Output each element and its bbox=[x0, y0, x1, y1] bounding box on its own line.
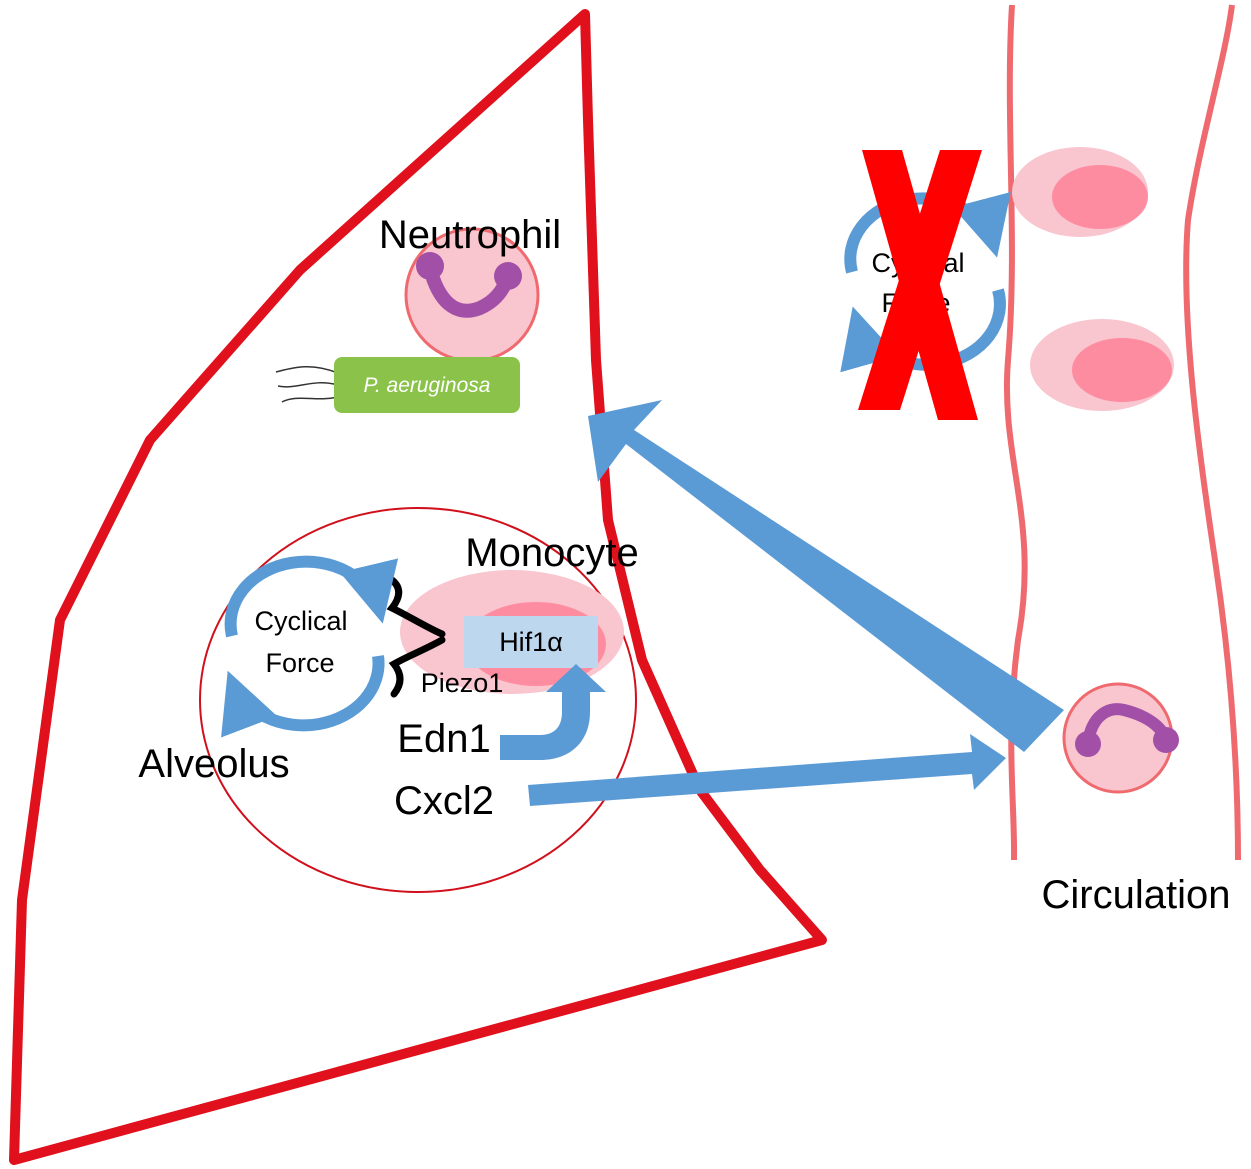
edn1-label: Edn1 bbox=[397, 717, 490, 761]
alveolus-circle bbox=[199, 507, 637, 893]
red-x-icon bbox=[858, 150, 982, 420]
circulation-label: Circulation bbox=[1042, 873, 1231, 917]
alveolar-force-label: Force bbox=[265, 648, 334, 678]
circulating-neutrophil bbox=[1062, 682, 1179, 794]
bacteria-flagella-icon bbox=[275, 365, 339, 403]
cxcl2-to-circulation-arrow bbox=[528, 734, 1006, 806]
monocyte-label: Monocyte bbox=[465, 531, 638, 575]
vessel-monocyte-lower bbox=[1030, 319, 1174, 411]
alveolar-cycle-icon bbox=[221, 555, 399, 738]
edn1-to-hif1a-arrow bbox=[500, 664, 606, 760]
alveolar-cyclical-label: Cyclical bbox=[254, 606, 347, 636]
vessel-wall-left bbox=[1003, 4, 1028, 861]
hif1a-label: Hif1α bbox=[499, 627, 563, 657]
neutrophil-label: Neutrophil bbox=[379, 213, 561, 257]
piezo1-label: Piezo1 bbox=[421, 668, 504, 698]
cxcl2-label: Cxcl2 bbox=[394, 779, 494, 823]
bacteria-cell bbox=[334, 357, 520, 413]
vessel-wall-right bbox=[1183, 4, 1241, 861]
hif1a-box bbox=[464, 616, 598, 668]
alveolus-label: Alveolus bbox=[138, 742, 289, 786]
bacteria-label: P. aeruginosa bbox=[364, 374, 491, 397]
neutrophil-recruitment-arrow bbox=[588, 400, 1064, 752]
neutrophil-cell bbox=[404, 227, 540, 363]
vessel-monocyte-upper bbox=[1012, 147, 1148, 237]
lung-outline bbox=[9, 9, 827, 1165]
